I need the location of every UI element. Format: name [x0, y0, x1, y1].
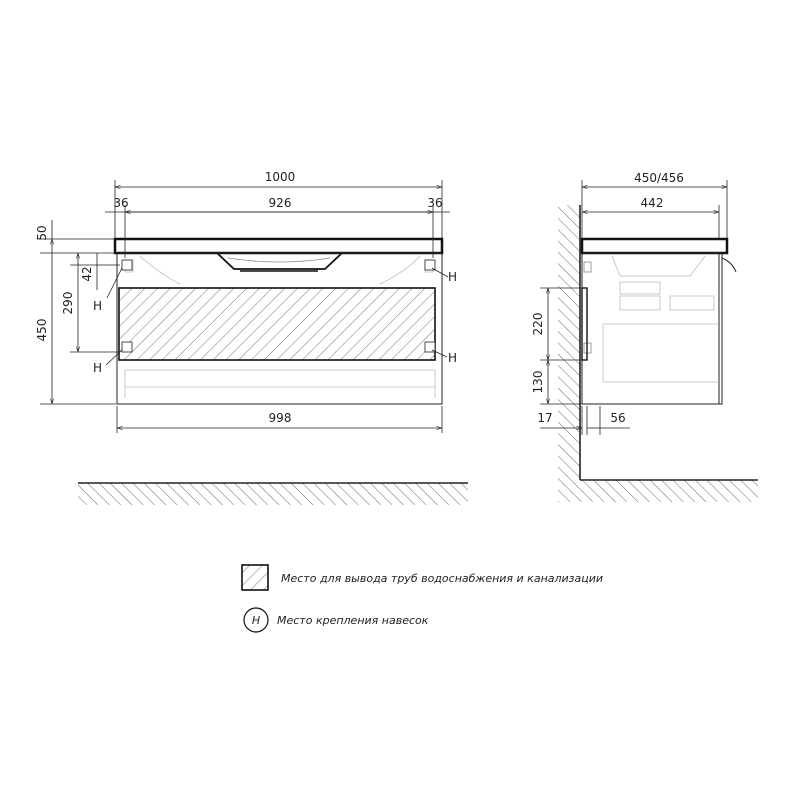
front-view: H H H H 1000 36 926 36 998 [35, 170, 457, 433]
dim-mount-offset-label: 42 [80, 266, 94, 281]
side-countertop [580, 237, 729, 255]
legend: Место для вывода труб водоснабжения и ка… [241, 564, 603, 633]
dim-body-width-label: 998 [269, 411, 292, 425]
dim-side-bottom [540, 406, 630, 435]
dim-zone-depth-label: 56 [610, 411, 625, 425]
front-floor [78, 482, 468, 505]
side-pipe-zone [581, 287, 588, 361]
dim-total-width-label: 1000 [265, 170, 296, 184]
front-pipe-zone [118, 287, 436, 361]
dim-side-depth [581, 180, 728, 238]
front-cabinet-body [116, 252, 443, 405]
side-view: 450/456 442 220 130 17 56 [531, 171, 758, 502]
dim-vertical-front [40, 220, 120, 405]
front-basin [216, 252, 343, 270]
dim-mount-span-label: 290 [61, 292, 75, 315]
dim-side-depth-label: 450/456 [634, 171, 684, 185]
legend-hatch-swatch [241, 564, 269, 591]
dim-left-offset-label: 36 [113, 196, 128, 210]
dim-zone-height-label: 220 [531, 313, 545, 336]
dim-side-inner-depth-label: 442 [641, 196, 664, 210]
mount-label-top-left: H [93, 299, 102, 313]
dim-inner-width-label: 926 [269, 196, 292, 210]
legend-mount-symbol-letter: H [252, 614, 260, 627]
dim-side-vertical [540, 287, 586, 405]
dim-total-height-label: 450 [35, 319, 49, 342]
legend-pipe-zone-text: Место для вывода труб водоснабжения и ка… [281, 572, 603, 585]
front-countertop [113, 237, 444, 255]
legend-mount-point-text: Место крепления навесок [277, 614, 429, 627]
mount-label-top-right: H [448, 270, 457, 284]
dim-right-offset-label: 36 [427, 196, 442, 210]
mount-label-bottom-right: H [448, 351, 457, 365]
dim-total-width [114, 180, 443, 238]
dim-body-width [116, 406, 443, 433]
dim-top-thickness-label: 50 [35, 225, 49, 240]
dim-wall-gap-label: 17 [537, 411, 552, 425]
mount-label-bottom-left: H [93, 361, 102, 375]
side-wall [558, 205, 580, 502]
legend-mount-symbol [243, 607, 269, 633]
dim-inner-width [105, 205, 450, 258]
dim-floor-offset-label: 130 [531, 371, 545, 394]
